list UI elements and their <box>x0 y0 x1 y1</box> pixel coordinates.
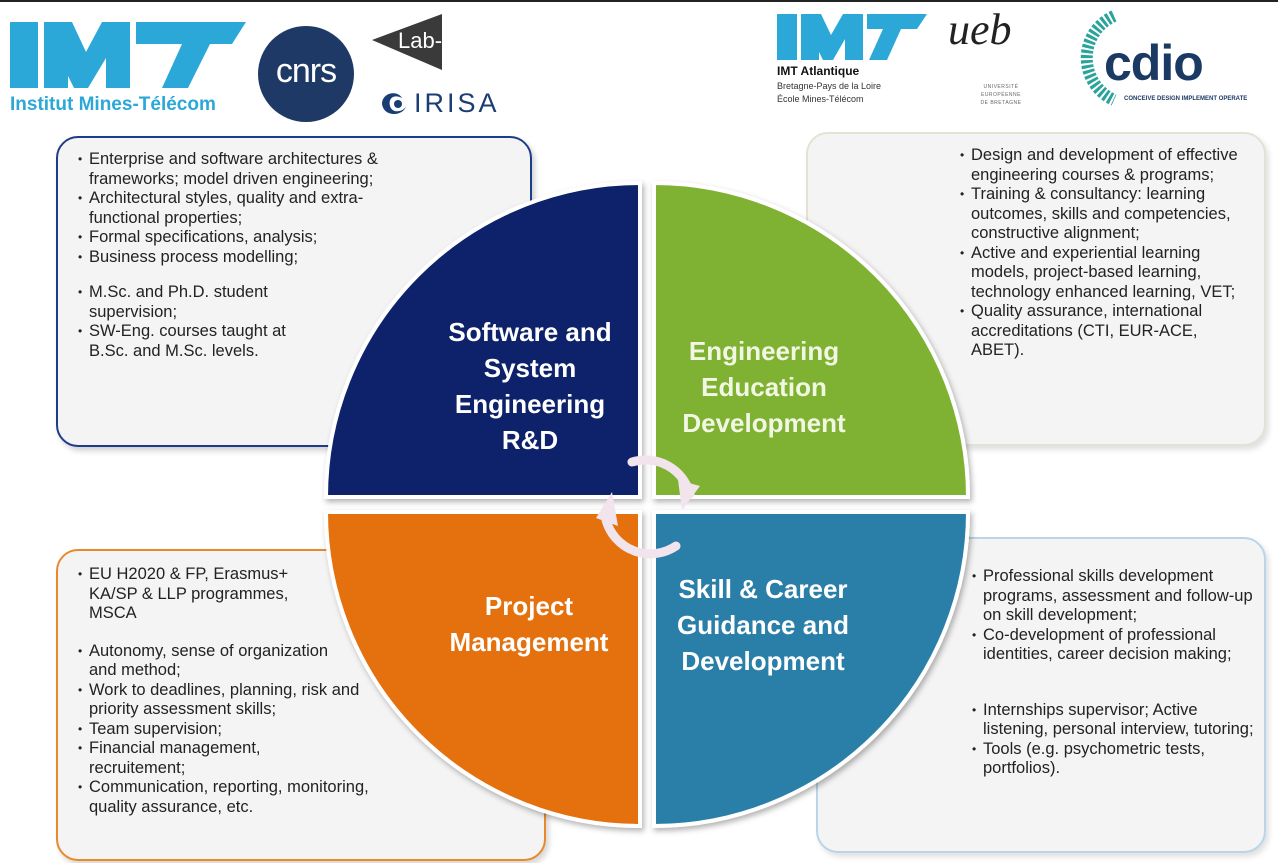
list-item: Communication, reporting, monitoring, qu… <box>78 778 398 817</box>
label-line: Development <box>681 646 845 676</box>
label-line: Skill & Career <box>678 574 848 604</box>
skill-details-list: Professional skills development programs… <box>972 567 1254 779</box>
software-details-list: Enterprise and software architectures & … <box>78 150 378 361</box>
list-item: Formal specifications, analysis; <box>78 228 378 248</box>
cdio-ring-icon <box>1080 10 1117 106</box>
list-item: Tools (e.g. psychometric tests, portfoli… <box>972 740 1254 779</box>
imt-atlantique-name: IMT Atlantique <box>777 64 860 78</box>
imt-atlantique-subtitle-2: École Mines-Télécom <box>777 94 864 104</box>
list-item: Co-development of professional identitie… <box>972 626 1254 665</box>
quadrant-software <box>323 180 642 499</box>
irisa-logo-mark <box>382 93 406 114</box>
list-item: Enterprise and software architectures & … <box>78 150 378 189</box>
list-item: Financial management, recruitement; <box>78 739 329 778</box>
label-line: System <box>483 353 577 383</box>
list-item: Architectural styles, quality and extra-… <box>78 189 378 228</box>
ueb-logo-line-2: EUROPÉENNE <box>980 92 1021 98</box>
label-line: Engineering <box>688 336 840 366</box>
label-line: Management <box>449 627 609 657</box>
project-details-list: EU H2020 & FP, Erasmus+ KA/SP & LLP prog… <box>78 565 398 817</box>
cycle-arrow-head-1 <box>678 480 700 510</box>
ueb-logo-line-1: UNIVERSITÉ <box>983 84 1019 90</box>
list-item: SW-Eng. courses taught at B.Sc. and M.Sc… <box>78 322 329 361</box>
labsticc-logo-mark <box>372 14 442 70</box>
quadrant-project-label: Project Management <box>424 588 634 660</box>
cdio-logo-tagline: CONCEIVE DESIGN IMPLEMENT OPERATE <box>1124 96 1248 102</box>
quadrant-education-label: Engineering Education Development <box>654 333 874 441</box>
list-item: Work to deadlines, planning, risk and pr… <box>78 681 398 720</box>
quadrant-skill-label: Skill & Career Guidance and Development <box>656 571 870 679</box>
education-details-list: Design and development of effective engi… <box>960 146 1254 361</box>
ueb-logo-text: ueb <box>948 5 1012 54</box>
ueb-logo-line-3: DE BRETAGNE <box>980 100 1022 106</box>
list-item: Active and experiential learning models,… <box>960 244 1254 303</box>
labsticc-logo-text: Lab-STICC <box>398 28 509 53</box>
quadrant-education <box>652 180 971 499</box>
imt-logo-text: Institut Mines-Télécom <box>10 94 216 115</box>
quadrant-software-label: Software and System Engineering R&D <box>420 314 640 458</box>
imt-logo-mark <box>10 22 246 88</box>
list-item: Autonomy, sense of organization and meth… <box>78 642 329 681</box>
irisa-logo-text: IRISA <box>414 88 500 118</box>
list-item: M.Sc. and Ph.D. student supervision; <box>78 283 329 322</box>
label-line: Education <box>701 372 827 402</box>
label-line: Guidance and <box>677 610 849 640</box>
list-item: Business process modelling; <box>78 248 378 268</box>
label-line: Development <box>682 408 846 438</box>
label-line: Project <box>484 591 574 621</box>
cnrs-logo-text: cnrs <box>275 52 337 90</box>
label-line: R&D <box>501 425 559 455</box>
cycle-arrow-head-2 <box>596 492 618 526</box>
cdio-logo-text: cdio <box>1104 35 1204 91</box>
list-item: EU H2020 & FP, Erasmus+ KA/SP & LLP prog… <box>78 565 309 624</box>
imt-atlantique-subtitle-1: Bretagne-Pays de la Loire <box>777 81 882 91</box>
quadrant-project <box>323 510 642 829</box>
list-item: Team supervision; <box>78 720 398 740</box>
cnrs-logo: cnrs <box>258 26 354 122</box>
list-item: Training & consultancy: learning outcome… <box>960 185 1254 244</box>
imt-atlantique-logo-mark <box>777 14 927 60</box>
list-item: Internships supervisor; Active listening… <box>972 701 1254 740</box>
list-item: Design and development of effective engi… <box>960 146 1254 185</box>
label-line: Engineering <box>454 389 606 419</box>
label-line: Software and <box>448 317 612 347</box>
list-item: Professional skills development programs… <box>972 567 1254 626</box>
quadrant-skill <box>652 510 971 829</box>
list-item: Quality assurance, international accredi… <box>960 302 1254 361</box>
top-rule <box>0 0 1278 2</box>
